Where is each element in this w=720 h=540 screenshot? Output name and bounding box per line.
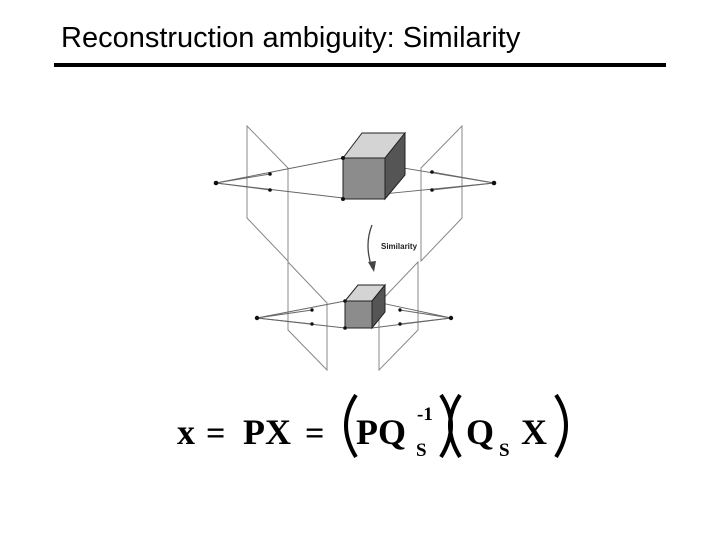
eq-PX: PX — [243, 412, 291, 452]
bottom-points — [254, 299, 454, 330]
left-image-plane — [246, 124, 289, 263]
eq-Q: Q — [466, 412, 494, 452]
similarity-label: Similarity — [381, 242, 418, 251]
left-camera-center — [254, 315, 260, 321]
eq-x: x — [177, 412, 195, 452]
close-paren-2 — [554, 393, 568, 459]
top-scene — [213, 124, 497, 263]
left-image-plane — [287, 260, 328, 372]
similarity-arrow: Similarity — [367, 224, 418, 272]
eq-sub-S2: S — [499, 440, 510, 461]
left-camera-center — [213, 180, 219, 186]
top-cube — [341, 131, 407, 201]
bottom-cube — [343, 283, 387, 330]
right-image-plane — [378, 260, 419, 372]
eq-X: X — [521, 412, 547, 452]
eq-PQ: PQ — [356, 412, 406, 452]
eq-equals-1: = — [206, 415, 225, 452]
open-paren-1 — [344, 393, 358, 459]
open-paren-2 — [448, 393, 462, 459]
left-camera-rays — [215, 157, 344, 199]
top-points — [213, 156, 497, 201]
eq-equals-2: = — [305, 415, 324, 452]
right-image-plane — [420, 124, 463, 263]
eq-sup-inverse: -1 — [417, 404, 433, 425]
right-camera-center — [448, 315, 454, 321]
title-underline — [54, 63, 666, 67]
bottom-scene — [254, 260, 454, 372]
similarity-equation: x = PX = PQ -1 S Q S X — [177, 393, 568, 461]
eq-sub-S1: S — [416, 440, 427, 461]
slide-title: Reconstruction ambiguity: Similarity — [61, 22, 521, 54]
left-camera-rays — [256, 300, 346, 329]
right-camera-center — [491, 180, 497, 186]
